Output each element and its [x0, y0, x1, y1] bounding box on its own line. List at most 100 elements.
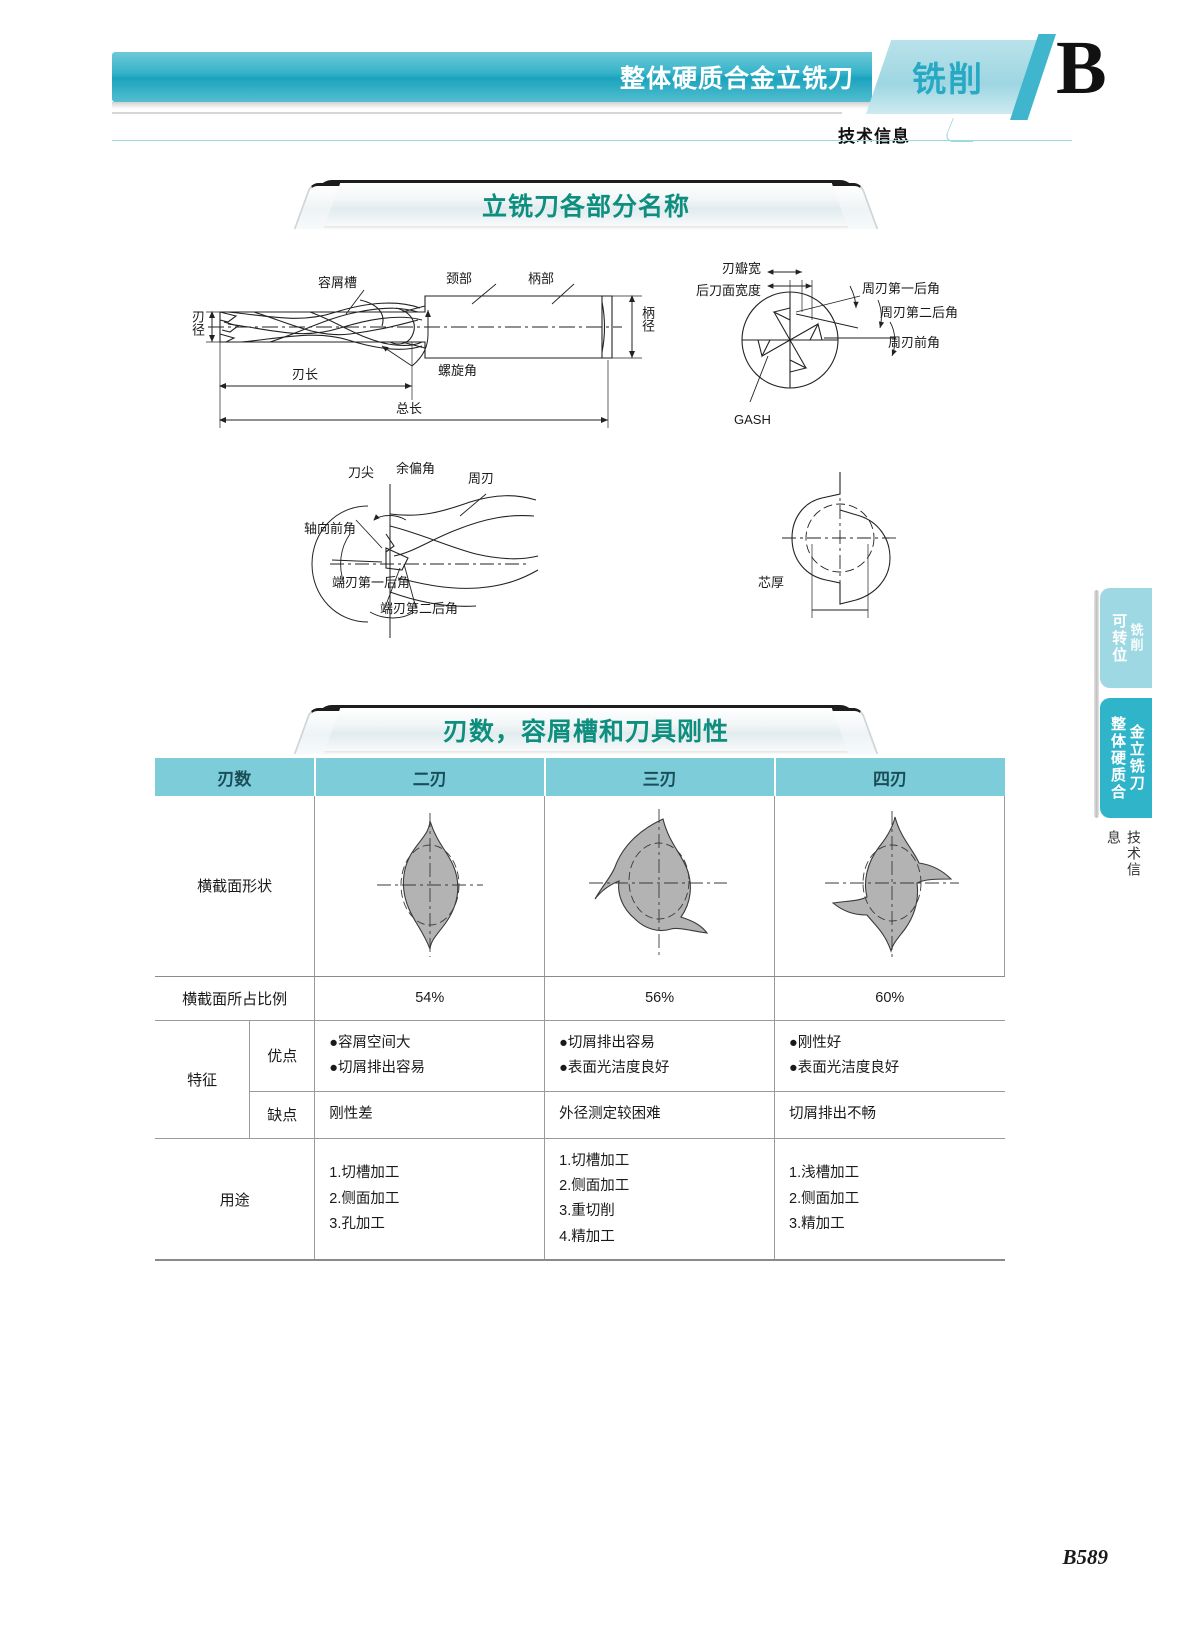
- pill-left-edge: [293, 183, 341, 229]
- label-land-width: 刃瓣宽: [722, 261, 762, 276]
- label-end-first-relief: 端刃第一后角: [332, 575, 411, 590]
- label-peripheral-first-relief: 周刃第一后角: [862, 281, 941, 296]
- use-item: 3.精加工: [789, 1216, 845, 1233]
- side-tab-label-b2: 金立铣刀: [1127, 724, 1145, 792]
- use-item: 1.浅槽加工: [789, 1165, 860, 1182]
- th-four-flute: 四刃: [774, 758, 1005, 796]
- section2-title-text: 刃数，容屑槽和刀具刚性: [442, 717, 729, 746]
- uses-three-flute: 1.切槽加工 2.侧面加工 3.重切削 4.精加工: [544, 1137, 776, 1261]
- endmill-nomenclature-diagrams: 容屑槽 颈部 柄部 刃径 柄径 刃长 总长 螺旋角 刃瓣宽 后刀面宽度 周刃第一…: [150, 250, 1050, 650]
- shape-cell-four-flute: [774, 796, 1005, 977]
- demerit-two-flute: 刚性差: [314, 1091, 546, 1139]
- side-tab-label-b1: 整体硬质合: [1109, 715, 1126, 801]
- th-flute-count: 刃数: [155, 758, 316, 796]
- side-tab-rail: [1094, 590, 1099, 818]
- pill-right-edge: [831, 183, 879, 229]
- row-label-ratio: 横截面所占比例: [155, 975, 316, 1021]
- flute-comparison-table: 刃数 二刃 三刃 四刃 横截面形状: [155, 758, 1005, 1262]
- merit-item: ●刚性好: [789, 1034, 842, 1051]
- header-slant-panel: [866, 40, 1046, 114]
- row-label-use: 用途: [155, 1137, 316, 1261]
- demerit-three-flute: 外径测定较困难: [544, 1091, 776, 1139]
- cross-section-2-flute-icon: [376, 812, 483, 957]
- label-helix-angle: 螺旋角: [438, 363, 478, 378]
- label-corner: 刀尖: [348, 465, 375, 480]
- uses-four-flute: 1.浅槽加工 2.侧面加工 3.精加工: [774, 1137, 1005, 1261]
- header-teal-bar: 整体硬质合金立铣刀: [112, 52, 872, 102]
- merit-item: ●切屑排出容易: [559, 1034, 655, 1051]
- merit-item: ●切屑排出容易: [329, 1059, 426, 1076]
- table-row-cross-section: 横截面形状: [155, 796, 1005, 977]
- use-item: 1.切槽加工: [329, 1165, 400, 1182]
- label-core-thickness: 芯厚: [758, 575, 785, 590]
- label-axial-rake: 轴向前角: [304, 521, 357, 536]
- side-tab-note: 技术信息: [1106, 830, 1142, 878]
- use-item: 3.重切削: [559, 1203, 615, 1220]
- row-label-demerit: 缺点: [249, 1091, 316, 1139]
- label-flute-length: 刃长: [292, 367, 319, 382]
- use-item: 2.侧面加工: [329, 1190, 400, 1207]
- side-tab-label-a1: 可转位: [1110, 612, 1128, 664]
- use-item: 4.精加工: [559, 1228, 615, 1245]
- header-underline: [112, 140, 1072, 141]
- table-row-ratio: 横截面所占比例 54% 56% 60%: [155, 975, 1005, 1021]
- label-flank-width: 后刀面宽度: [696, 283, 762, 298]
- use-item: 2.侧面加工: [559, 1178, 630, 1194]
- table-row-demerits: 缺点 刚性差 外径测定较困难 切屑排出不畅: [155, 1091, 1005, 1139]
- label-peripheral-rake: 周刃前角: [888, 335, 941, 350]
- pill2-left-edge: [293, 708, 341, 754]
- use-item: 1.切槽加工: [559, 1152, 630, 1169]
- label-end-second-relief: 端刃第二后角: [380, 601, 459, 616]
- label-flute: 容屑槽: [318, 275, 358, 290]
- merit-item: ●表面光洁度良好: [789, 1059, 900, 1076]
- page-number: B589: [1062, 1545, 1108, 1569]
- header-subtitle-row: 技术信息: [112, 110, 1072, 146]
- row-label-cross-section-shape: 横截面形状: [155, 796, 315, 977]
- merits-three-flute: ●切屑排出容易 ●表面光洁度良好: [544, 1019, 776, 1093]
- th-two-flute: 二刃: [314, 758, 546, 796]
- row-label-feature: 特征: [155, 1019, 251, 1139]
- uses-two-flute: 1.切槽加工 2.侧面加工 3.孔加工: [314, 1137, 546, 1261]
- header-category-label: 铣削: [912, 61, 984, 99]
- merits-two-flute: ●容屑空间大 ●切屑排出容易: [314, 1019, 546, 1093]
- label-neck: 颈部: [446, 271, 473, 286]
- cross-section-3-flute-icon: [588, 808, 727, 959]
- section2-title-pill: 刃数，容屑槽和刀具刚性: [293, 705, 879, 754]
- header-subtitle-tick: [943, 118, 983, 142]
- header-bar-title: 整体硬质合金立铣刀: [619, 65, 854, 93]
- th-three-flute: 三刃: [544, 758, 776, 796]
- label-overall-length: 总长: [396, 401, 423, 416]
- ratio-two-flute: 54%: [314, 975, 546, 1021]
- demerit-four-flute: 切屑排出不畅: [774, 1091, 1005, 1139]
- side-tab-label-a2: 铣削: [1128, 623, 1144, 653]
- side-tab-navigation: 可转位 铣削 整体硬质合 金立铣刀 技术信息: [1090, 588, 1160, 888]
- header-subtitle: 技术信息: [838, 127, 910, 146]
- header-rule: [112, 112, 842, 114]
- side-tab-indexable-milling[interactable]: 可转位 铣削: [1100, 588, 1152, 688]
- table-header-row: 刃数 二刃 三刃 四刃: [155, 758, 1005, 796]
- label-gash: GASH: [734, 412, 771, 427]
- label-shank-diameter: 柄径: [640, 306, 655, 332]
- merit-item: ●容屑空间大: [329, 1034, 411, 1051]
- label-peripheral-second-relief: 周刃第二后角: [880, 305, 959, 320]
- label-end-cutting-edge-angle: 余偏角: [396, 461, 436, 476]
- label-cutting-diameter: 刃径: [190, 310, 205, 336]
- label-shank: 柄部: [528, 271, 555, 286]
- table: 刃数 二刃 三刃 四刃 横截面形状: [155, 758, 1005, 1261]
- use-item: 3.孔加工: [329, 1216, 385, 1233]
- table-bottom-rule: [155, 1259, 1005, 1262]
- section1-title-pill: 立铣刀各部分名称: [293, 180, 879, 229]
- table-row-uses: 用途 1.切槽加工 2.侧面加工 3.孔加工 1.切槽加工 2.侧面加工 3.重…: [155, 1137, 1005, 1261]
- section1-title-text: 立铣刀各部分名称: [481, 192, 690, 221]
- ratio-four-flute: 60%: [774, 975, 1005, 1021]
- cross-section-4-flute-icon: [824, 810, 959, 959]
- side-tab-solid-carbide-endmill[interactable]: 整体硬质合 金立铣刀: [1100, 698, 1152, 818]
- shape-cell-two-flute: [314, 796, 546, 977]
- section-letter: B: [1056, 26, 1107, 110]
- merits-four-flute: ●刚性好 ●表面光洁度良好: [774, 1019, 1005, 1093]
- shape-cell-three-flute: [544, 796, 776, 977]
- header-bar-shadow: [112, 102, 874, 109]
- endmill-diagram-svg: [206, 269, 898, 638]
- page-header: 整体硬质合金立铣刀 铣削 B 技术信息: [0, 0, 1200, 150]
